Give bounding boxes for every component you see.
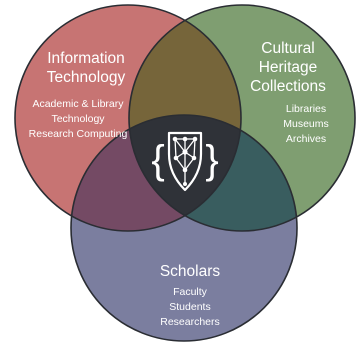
heritage-item-1: Libraries — [286, 103, 326, 115]
it-title-line-1: Information — [47, 50, 125, 67]
shield-network-icon: { } — [151, 131, 219, 192]
shield-outline-icon — [167, 131, 203, 192]
it-item-1: Academic & Library — [32, 98, 124, 110]
information-technology-outline — [14, 4, 242, 232]
scholars-title: Scholars — [160, 263, 221, 280]
heritage-title-line-2: Heritage — [259, 59, 318, 76]
scholars-outline — [70, 114, 298, 342]
it-title-line-2: Technology — [47, 69, 126, 86]
heritage-item-3: Archives — [286, 133, 326, 145]
right-brace-icon: } — [205, 138, 218, 182]
it-item-2: Technology — [51, 113, 105, 125]
scholars-item-1: Faculty — [173, 286, 208, 298]
it-item-3: Research Computing — [29, 128, 128, 140]
left-brace-icon: { — [151, 138, 164, 182]
heritage-title-line-3: Collections — [250, 78, 326, 95]
scholars-item-2: Students — [169, 301, 210, 313]
heritage-item-2: Museums — [283, 118, 329, 130]
heritage-title-line-1: Cultural — [261, 40, 314, 57]
scholars-item-3: Researchers — [160, 316, 220, 328]
cultural-heritage-outline — [128, 4, 356, 232]
